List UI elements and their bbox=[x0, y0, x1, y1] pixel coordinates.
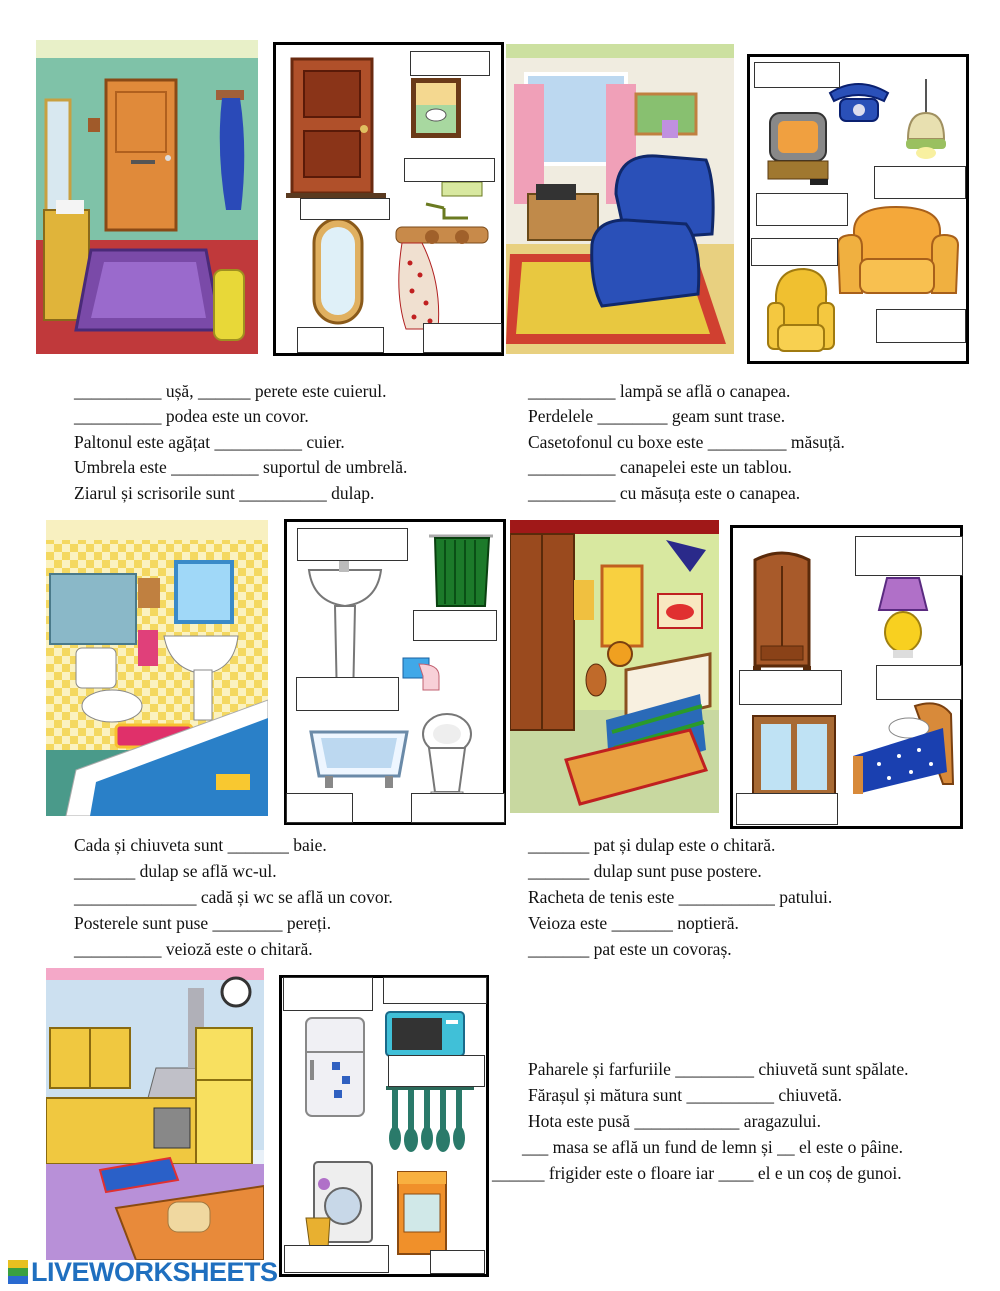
stove-icon bbox=[397, 1171, 447, 1255]
bathroom-vocabulary-panel bbox=[284, 519, 506, 825]
sentence: Posterele sunt puse ________ pereți. bbox=[74, 913, 332, 933]
sentence: Paltonul este agățat __________ cuier. bbox=[74, 432, 345, 452]
sentence: Veioza este _______ noptieră. bbox=[528, 913, 739, 933]
label-box[interactable] bbox=[388, 1055, 485, 1087]
armchair-icon bbox=[767, 267, 835, 352]
label-box[interactable] bbox=[756, 193, 848, 226]
label-box[interactable] bbox=[423, 323, 502, 353]
sentence: _______ pat este un covoraș. bbox=[528, 939, 732, 959]
sentence: __________ veioză este o chitară. bbox=[74, 939, 313, 959]
bathroom-scene bbox=[46, 520, 268, 816]
sentence: Casetofonul cu boxe este _________ măsuț… bbox=[528, 432, 845, 452]
label-box[interactable] bbox=[411, 793, 505, 823]
label-box[interactable] bbox=[751, 238, 838, 266]
sentence: ___ masa se află un fund de lemn și __ e… bbox=[522, 1137, 904, 1157]
sentence: Paharele și farfuriile _________ chiuvet… bbox=[528, 1059, 909, 1079]
sentence: ______ frigider este o floare iar ____ e… bbox=[492, 1163, 902, 1183]
label-box[interactable] bbox=[855, 536, 963, 576]
lamp-icon bbox=[906, 79, 946, 159]
fridge-icon bbox=[305, 1017, 365, 1117]
kitchen-vocabulary-panel bbox=[279, 975, 489, 1277]
sentence: __________ lampă se află o canapea. bbox=[528, 381, 791, 401]
label-box[interactable] bbox=[286, 793, 353, 823]
label-box[interactable] bbox=[430, 1250, 485, 1274]
label-box[interactable] bbox=[876, 665, 962, 700]
label-box[interactable] bbox=[404, 158, 495, 182]
bed-icon bbox=[853, 702, 955, 794]
brand-name: LIVEWORKSHEETS bbox=[31, 1256, 278, 1287]
kitchen-scene bbox=[46, 968, 264, 1260]
washing-machine-icon bbox=[305, 1161, 373, 1249]
sentence: __________ podea este un covor. bbox=[74, 406, 309, 426]
sentence: Perdelele ________ geam sunt trase. bbox=[528, 406, 786, 426]
hallway-scene bbox=[36, 40, 258, 354]
sofa-icon bbox=[836, 205, 960, 294]
sentence: Ziarul și scrisorile sunt __________ dul… bbox=[74, 483, 375, 503]
sentence: Cada și chiuveta sunt _______ baie. bbox=[74, 835, 327, 855]
telephone-icon bbox=[828, 83, 890, 122]
sentence: Racheta de tenis este ___________ patulu… bbox=[528, 887, 833, 907]
label-box[interactable] bbox=[297, 528, 408, 561]
sentence: _______ dulap sunt puse postere. bbox=[528, 861, 762, 881]
toilet-icon bbox=[422, 713, 472, 803]
label-box[interactable] bbox=[383, 977, 487, 1004]
label-box[interactable] bbox=[754, 62, 840, 88]
tv-icon bbox=[767, 112, 829, 185]
sentence: Hota este pusă ____________ aragazului. bbox=[528, 1111, 822, 1131]
sentence: _______ dulap se află wc-ul. bbox=[74, 861, 277, 881]
door-icon bbox=[286, 57, 386, 198]
towel-icon bbox=[429, 534, 493, 607]
label-box[interactable] bbox=[410, 51, 490, 76]
sentence: _______ pat și dulap este o chitară. bbox=[528, 835, 776, 855]
painting-icon bbox=[411, 78, 461, 138]
window-icon bbox=[752, 715, 836, 799]
label-box[interactable] bbox=[283, 977, 373, 1011]
liveworksheets-badge-icon bbox=[8, 1260, 28, 1284]
label-box[interactable] bbox=[297, 327, 384, 353]
label-box[interactable] bbox=[300, 198, 390, 220]
label-box[interactable] bbox=[874, 166, 966, 199]
wardrobe-icon bbox=[753, 551, 811, 674]
mail-slot-icon bbox=[425, 181, 483, 220]
sentence: Umbrela este __________ suportul de umbr… bbox=[74, 457, 408, 477]
label-box[interactable] bbox=[876, 309, 966, 343]
sentence: Fărașul și mătura sunt __________ chiuve… bbox=[528, 1085, 842, 1105]
sentence: __________ cu măsuța este o canapea. bbox=[528, 483, 801, 503]
mirror-icon bbox=[312, 217, 364, 325]
label-box[interactable] bbox=[296, 677, 399, 711]
sentence: __________ ușă, ______ perete este cuier… bbox=[74, 381, 387, 401]
label-box[interactable] bbox=[736, 793, 838, 825]
sentence: ______________ cadă și wc se află un cov… bbox=[74, 887, 393, 907]
sentence: __________ canapelei este un tablou. bbox=[528, 457, 792, 477]
living-room-scene bbox=[506, 44, 734, 354]
utensils-icon bbox=[386, 1086, 474, 1152]
coat-rack-icon bbox=[395, 226, 489, 330]
toilet-paper-icon bbox=[402, 657, 440, 691]
label-box[interactable] bbox=[739, 670, 842, 705]
microwave-icon bbox=[385, 1011, 465, 1057]
label-box[interactable] bbox=[413, 610, 497, 641]
bedroom-scene bbox=[510, 520, 719, 813]
bedside-lamp-icon bbox=[877, 577, 929, 658]
label-box[interactable] bbox=[284, 1245, 389, 1273]
liveworksheets-logo: LIVEWORKSHEETS bbox=[8, 1257, 278, 1287]
bathtub-icon bbox=[309, 730, 409, 788]
